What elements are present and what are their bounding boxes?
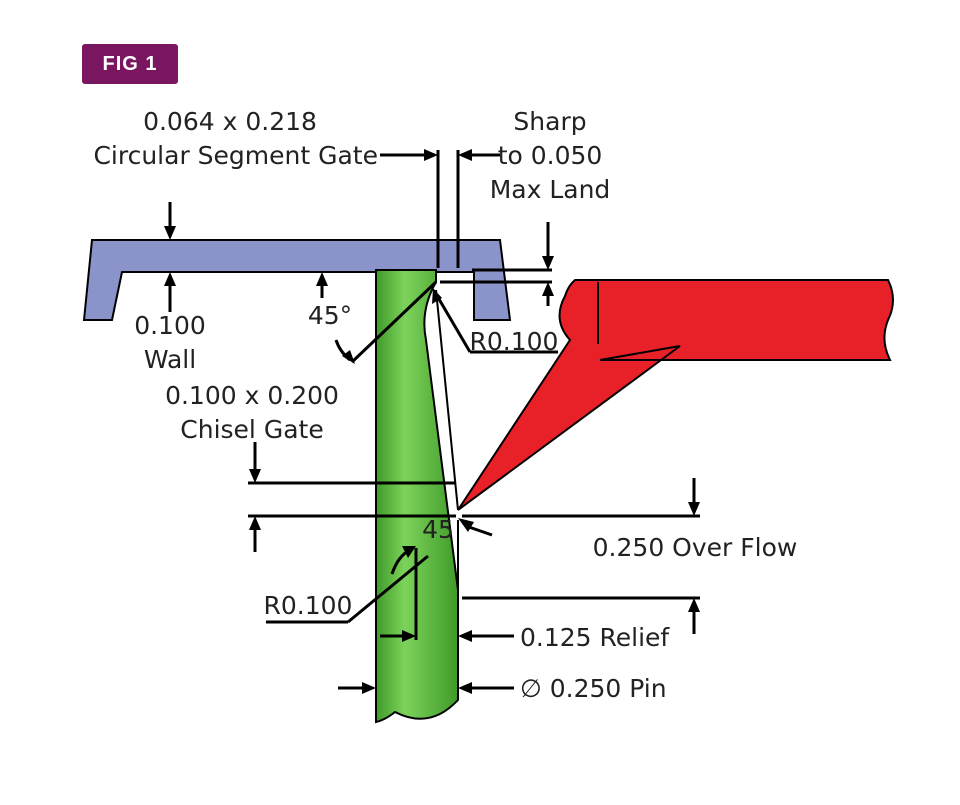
relief-label: 0.125 Relief bbox=[520, 623, 670, 652]
core-pin-flat bbox=[435, 289, 459, 598]
overflow-arrow-top bbox=[688, 502, 700, 516]
pin-arrow-right bbox=[458, 682, 472, 694]
land-arrow-top bbox=[542, 256, 554, 270]
angle-top-label: 45° bbox=[308, 301, 352, 330]
overflow-arrow-bottom bbox=[688, 598, 700, 612]
sharp-label: Sharp bbox=[513, 107, 586, 136]
molded-part-wall bbox=[82, 239, 512, 321]
relief-arrow-right bbox=[458, 630, 472, 642]
angle-top-arc-arrow bbox=[342, 350, 355, 364]
overflow-label: 0.250 Over Flow bbox=[593, 533, 798, 562]
radius-top-label: R0.100 bbox=[470, 327, 559, 356]
radius-bottom-arrow bbox=[402, 546, 416, 558]
wall-value-label: 0.100 bbox=[134, 311, 206, 340]
angle-top-arrow bbox=[316, 272, 328, 286]
max-land-label: Max Land bbox=[490, 175, 611, 204]
chisel-arrow-bottom bbox=[249, 516, 261, 530]
land-arrow-bottom bbox=[542, 282, 554, 296]
circ-gate-size-label: 0.064 x 0.218 bbox=[143, 107, 317, 136]
pin-arrow-left bbox=[362, 682, 376, 694]
circ-gate-arrow-left bbox=[424, 149, 438, 161]
wall-name-label: Wall bbox=[144, 345, 196, 374]
chisel-name-label: Chisel Gate bbox=[180, 415, 323, 444]
radius-top-leader-d bbox=[434, 293, 472, 353]
circ-gate-arrow-right bbox=[458, 149, 472, 161]
radius-bottom-label: R0.100 bbox=[264, 591, 353, 620]
chisel-angle-arrow bbox=[458, 518, 474, 532]
figure-label-badge: FIG 1 bbox=[82, 44, 178, 84]
pin-label: ∅ 0.250 Pin bbox=[520, 674, 667, 703]
core-pin bbox=[375, 269, 459, 724]
sharp-land-label: to 0.050 bbox=[498, 141, 603, 170]
angle-top-diagonal bbox=[350, 280, 438, 364]
chisel-size-label: 0.100 x 0.200 bbox=[165, 381, 339, 410]
radius-top-arrow bbox=[432, 288, 442, 304]
circ-gate-name-label: Circular Segment Gate bbox=[93, 141, 378, 170]
figure-label-text: FIG 1 bbox=[102, 52, 158, 75]
runner-and-chisel-gate bbox=[457, 279, 894, 511]
chisel-angle-label: 45 bbox=[422, 515, 454, 544]
chisel-arrow-top bbox=[249, 469, 261, 483]
relief-arrow-left bbox=[402, 630, 416, 642]
chisel-angle-leader bbox=[465, 524, 493, 537]
wall-arrow-top bbox=[164, 226, 176, 240]
wall-arrow-bottom bbox=[164, 272, 176, 286]
